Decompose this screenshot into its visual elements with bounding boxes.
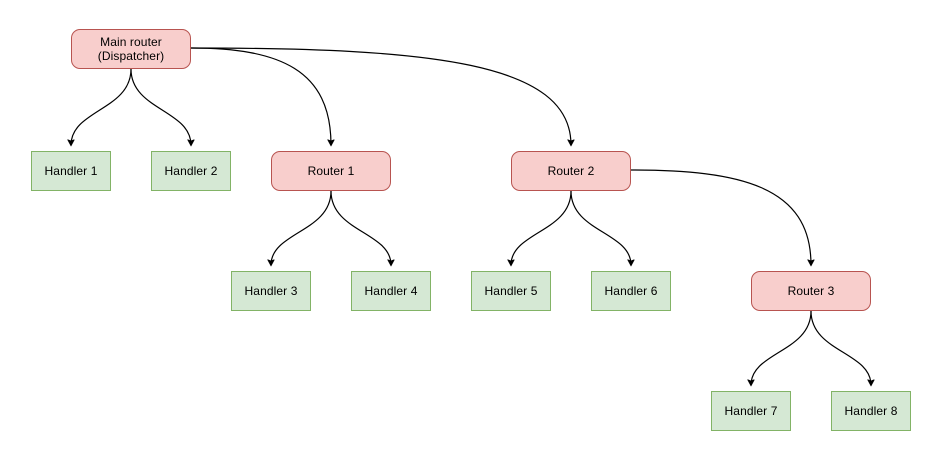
node-label-handler-1: Handler 1 — [44, 164, 98, 178]
node-handler-1[interactable]: Handler 1 — [31, 151, 111, 191]
edges-group — [71, 47, 871, 385]
edge-main-router-to-handler-2 — [130, 68, 191, 145]
node-main-router[interactable]: Main router (Dispatcher) — [71, 29, 191, 69]
node-label-router-2: Router 2 — [547, 164, 595, 178]
node-label-handler-7: Handler 7 — [724, 404, 778, 418]
node-label-handler-4: Handler 4 — [364, 284, 418, 298]
node-label-handler-3: Handler 3 — [244, 284, 298, 298]
edge-main-router-to-router-2 — [190, 47, 571, 145]
edge-router-2-to-router-3 — [630, 169, 811, 265]
node-label-router-1: Router 1 — [307, 164, 355, 178]
node-handler-2[interactable]: Handler 2 — [151, 151, 231, 191]
node-label-handler-6: Handler 6 — [604, 284, 658, 298]
node-label-main-router: Main router (Dispatcher) — [97, 35, 165, 63]
edge-router-1-to-handler-4 — [330, 190, 391, 265]
node-handler-5[interactable]: Handler 5 — [471, 271, 551, 311]
node-handler-7[interactable]: Handler 7 — [711, 391, 791, 431]
node-handler-8[interactable]: Handler 8 — [831, 391, 911, 431]
node-handler-6[interactable]: Handler 6 — [591, 271, 671, 311]
node-router-3[interactable]: Router 3 — [751, 271, 871, 311]
node-handler-4[interactable]: Handler 4 — [351, 271, 431, 311]
edge-router-3-to-handler-7 — [751, 310, 812, 385]
node-router-1[interactable]: Router 1 — [271, 151, 391, 191]
edge-router-2-to-handler-6 — [570, 190, 631, 265]
node-label-handler-2: Handler 2 — [164, 164, 218, 178]
edge-router-3-to-handler-8 — [810, 310, 871, 385]
node-label-router-3: Router 3 — [787, 284, 835, 298]
edge-router-1-to-handler-3 — [271, 190, 332, 265]
node-label-handler-5: Handler 5 — [484, 284, 538, 298]
edge-router-2-to-handler-5 — [511, 190, 572, 265]
edge-main-router-to-router-1 — [190, 47, 331, 145]
node-handler-3[interactable]: Handler 3 — [231, 271, 311, 311]
node-router-2[interactable]: Router 2 — [511, 151, 631, 191]
edge-main-router-to-handler-1 — [71, 68, 132, 145]
node-label-handler-8: Handler 8 — [844, 404, 898, 418]
